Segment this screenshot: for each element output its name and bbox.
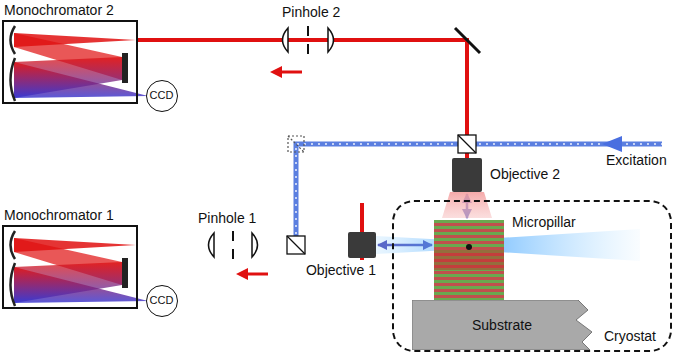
beamsplitter (458, 135, 476, 153)
micropillar: Micropillar (434, 220, 504, 300)
beamsplitter (287, 236, 305, 254)
flip-mirror (288, 136, 304, 152)
pinhole-optics (209, 231, 258, 259)
spectrometer-optics (11, 26, 149, 101)
emission-glow (442, 192, 492, 218)
node-label: Micropillar (512, 214, 576, 230)
cavity-region (434, 250, 504, 270)
ccd-detector: CCD (146, 285, 178, 317)
monochromator-frame (2, 225, 138, 309)
monochromator-box: Monochromator 1 (2, 205, 138, 309)
mirror (455, 28, 480, 53)
pinhole-label: Pinhole 2 (282, 4, 340, 20)
node-label: Monochromator 1 (4, 207, 114, 223)
substrate: Substrate (412, 300, 592, 350)
node-label: Monochromator 2 (4, 2, 114, 18)
node-label: CCD (150, 89, 174, 102)
quantum-dot (466, 244, 472, 250)
monochromator-frame (2, 20, 138, 104)
direction-arrow (270, 66, 302, 78)
direction-arrow (236, 268, 268, 280)
objective-lens: Objective 2 (452, 158, 482, 192)
spectrometer-optics (11, 231, 149, 306)
node-label: Cryostat (604, 328, 656, 344)
node-label: Objective 1 (306, 262, 376, 278)
beam-label: Excitation (606, 152, 667, 168)
node-label: CCD (150, 294, 174, 307)
pinhole-label: Pinhole 1 (198, 210, 256, 226)
flip-mirror (288, 136, 304, 152)
emission-beam (138, 40, 467, 158)
monochromator-box: Monochromator 2 (2, 0, 138, 104)
node-label: Substrate (472, 317, 532, 333)
objective-lens: Objective 1 (348, 232, 376, 258)
node-label: Objective 2 (490, 166, 560, 182)
ccd-detector: CCD (146, 80, 178, 112)
cryostat-chamber: Cryostat MicropillarSubstrate (392, 200, 672, 352)
pinhole-optics (283, 26, 334, 54)
